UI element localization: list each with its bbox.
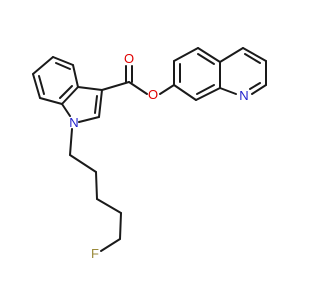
atom-label-carbonyl-oxygen: O — [124, 51, 134, 66]
molecule-canvas: N O O N F — [32, 47, 267, 261]
carbonyl-oxygen-label: O — [124, 51, 134, 66]
quinoline-ring-system — [173, 47, 267, 101]
atom-label-indole-nitrogen: N — [69, 115, 78, 130]
ester-oxygen-label: O — [148, 87, 158, 102]
indole-benzene-ring — [32, 56, 79, 105]
ester-group — [101, 65, 175, 95]
fluoropentyl-chain — [69, 128, 122, 252]
atom-label-ester-oxygen: O — [148, 87, 158, 102]
indole-nitrogen-label: N — [69, 115, 78, 130]
atom-label-fluorine: F — [91, 246, 99, 261]
indole-pyrrole-ring — [61, 86, 103, 123]
molecule-structure: N O O N F — [32, 47, 267, 261]
quinoline-nitrogen-label: N — [239, 88, 248, 103]
fluorine-label: F — [91, 246, 99, 261]
atom-label-quinoline-nitrogen: N — [239, 88, 248, 103]
